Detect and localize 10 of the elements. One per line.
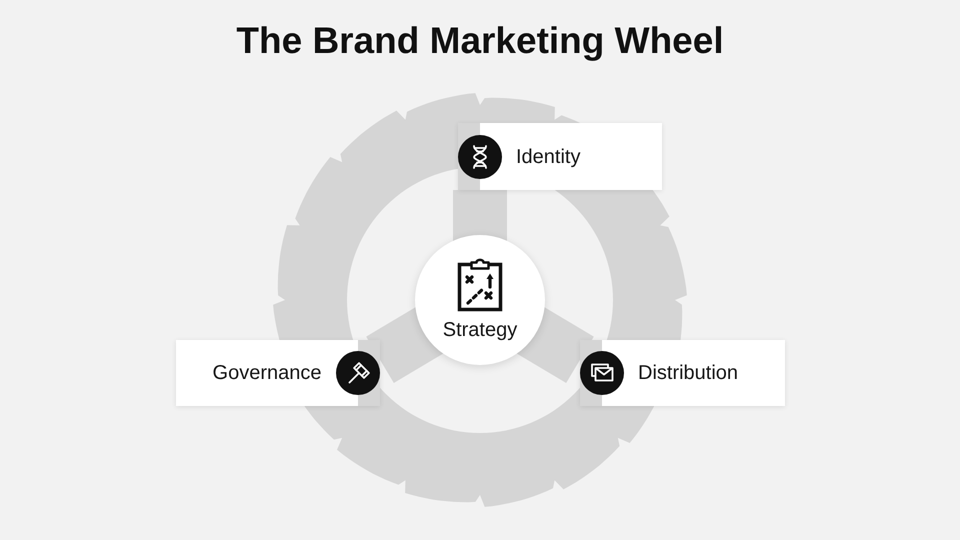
node-label: Identity [516,144,580,168]
node-label: Governance [212,361,322,385]
node-label: Strategy [442,318,518,342]
node-label: Distribution [638,361,738,385]
label-card [580,340,785,406]
label-card [176,340,380,406]
wheel-spoke [366,307,444,383]
wheel-spoke [516,307,594,383]
title: The Brand Marketing Wheel [236,19,724,63]
label-card [458,123,662,190]
